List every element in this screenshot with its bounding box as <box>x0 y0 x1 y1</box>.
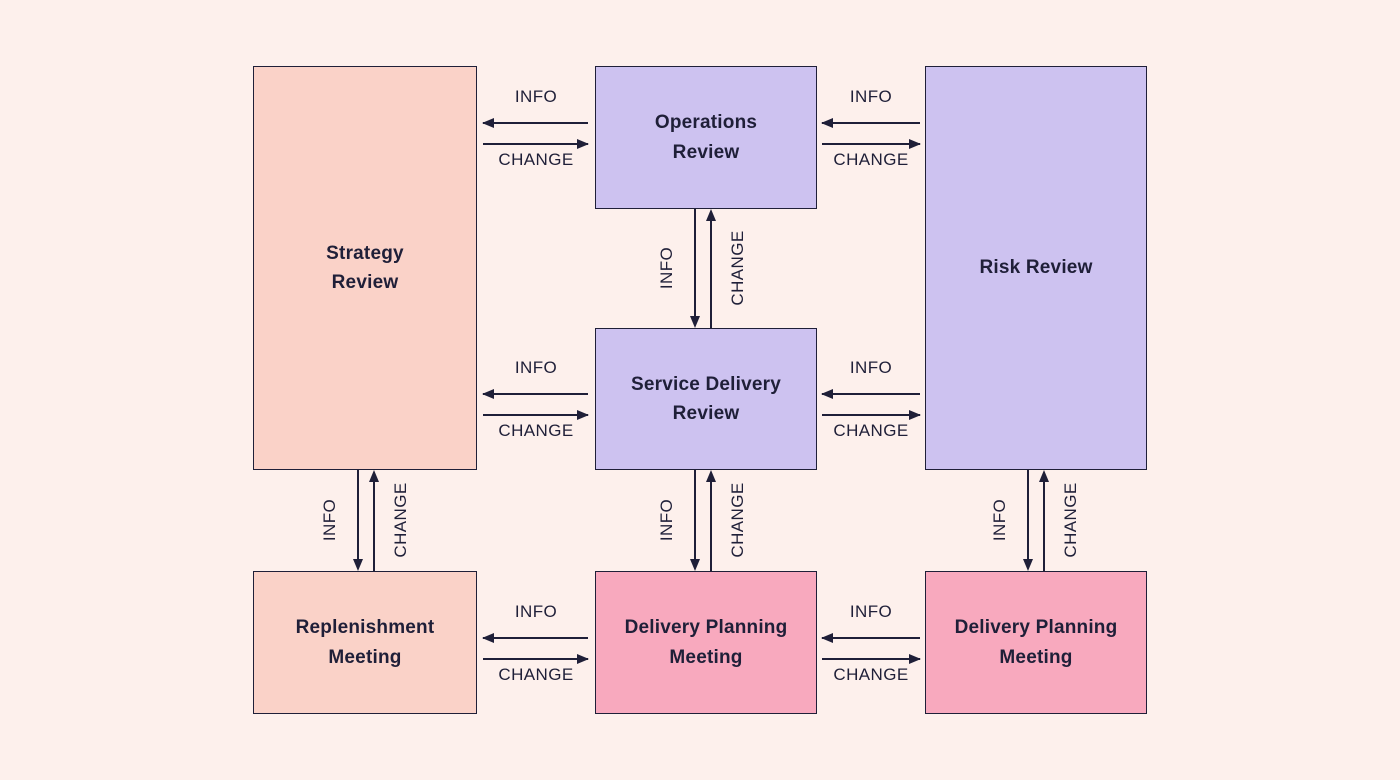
change-label: CHANGE <box>1061 482 1080 558</box>
change-label: CHANGE <box>391 482 410 558</box>
info-label: INFO <box>514 358 558 377</box>
change-label: CHANGE <box>728 230 747 306</box>
change-arrow-service-delivery-to-risk <box>822 410 921 420</box>
info-arrow-strategy-to-replenishment <box>353 470 363 571</box>
info-arrow-delivery-planning-to-replenishment <box>482 633 588 643</box>
info-label: INFO <box>320 498 339 542</box>
change-arrow-delivery-planning-to-risk <box>1039 470 1049 571</box>
info-label: INFO <box>657 246 676 290</box>
change-label: CHANGE <box>833 150 909 169</box>
box-delivery-planning-meeting-right: Delivery Planning Meeting <box>925 571 1147 714</box>
info-arrow-risk-to-operations <box>821 118 920 128</box>
info-arrow-delivery-right-to-delivery-center <box>821 633 920 643</box>
box-operations-review: Operations Review <box>595 66 817 209</box>
info-label: INFO <box>990 498 1009 542</box>
box-service-delivery-review: Service Delivery Review <box>595 328 817 470</box>
change-label: CHANGE <box>498 665 574 684</box>
change-arrow-service-delivery-to-operations <box>706 209 716 328</box>
info-label: INFO <box>849 87 893 106</box>
change-arrow-delivery-center-to-delivery-right <box>822 654 921 664</box>
box-replenishment-meeting-label: Replenishment Meeting <box>295 617 435 668</box>
change-label: CHANGE <box>833 421 909 440</box>
change-arrow-delivery-planning-to-service-delivery <box>706 470 716 571</box>
box-replenishment-meeting: Replenishment Meeting <box>253 571 477 714</box>
info-label: INFO <box>849 358 893 377</box>
box-strategy-review-label: Strategy Review <box>326 242 404 293</box>
change-label: CHANGE <box>498 421 574 440</box>
info-arrow-service-delivery-to-strategy <box>482 389 588 399</box>
change-label: CHANGE <box>498 150 574 169</box>
change-arrow-replenishment-to-delivery-planning <box>483 654 589 664</box>
info-label: INFO <box>514 602 558 621</box>
box-operations-review-label: Operations Review <box>654 112 758 163</box>
info-label: INFO <box>849 602 893 621</box>
box-delivery-planning-meeting-center-label: Delivery Planning Meeting <box>624 617 788 668</box>
box-risk-review: Risk Review <box>925 66 1147 470</box>
change-label: CHANGE <box>728 482 747 558</box>
change-arrow-strategy-to-operations <box>483 139 589 149</box>
box-delivery-planning-meeting-right-label: Delivery Planning Meeting <box>954 617 1118 668</box>
info-label: INFO <box>514 87 558 106</box>
info-arrow-risk-to-service-delivery <box>821 389 920 399</box>
change-arrow-operations-to-risk <box>822 139 921 149</box>
box-risk-review-label: Risk Review <box>979 257 1093 279</box>
info-label: INFO <box>657 498 676 542</box>
info-arrow-operations-to-strategy <box>482 118 588 128</box>
info-arrow-service-delivery-to-delivery-planning <box>690 470 700 571</box>
change-arrow-strategy-to-service-delivery <box>483 410 589 420</box>
change-label: CHANGE <box>833 665 909 684</box>
change-arrow-replenishment-to-strategy <box>369 470 379 571</box>
box-service-delivery-review-label: Service Delivery Review <box>630 373 782 424</box>
info-arrow-operations-to-service-delivery <box>690 209 700 328</box>
info-arrow-risk-to-delivery-planning <box>1023 470 1033 571</box>
box-delivery-planning-meeting-center: Delivery Planning Meeting <box>595 571 817 714</box>
box-strategy-review: Strategy Review <box>253 66 477 470</box>
